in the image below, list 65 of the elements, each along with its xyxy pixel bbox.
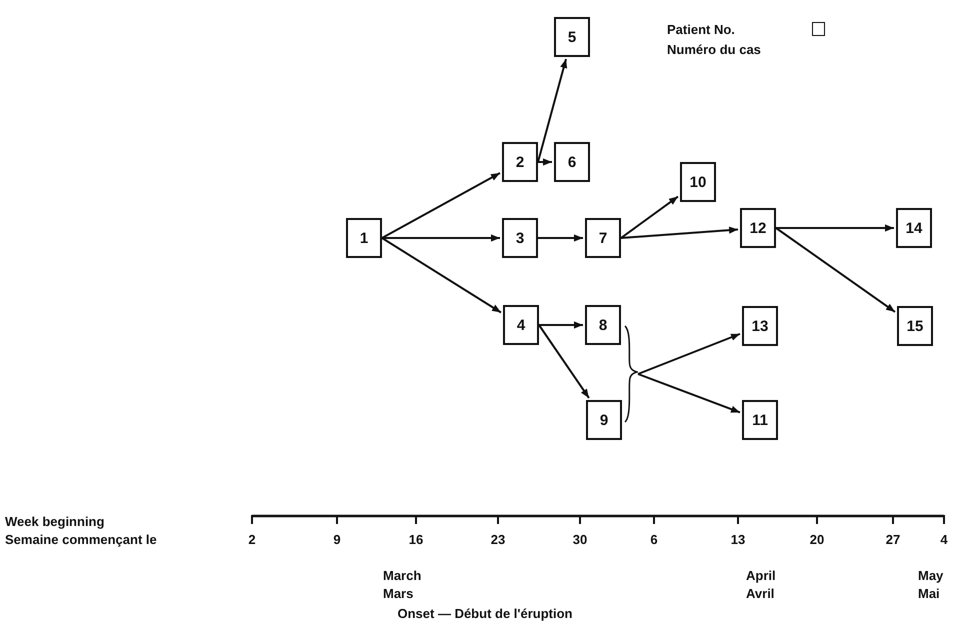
axis-caption: Onset — Début de l'éruption	[398, 606, 572, 622]
case-number: 13	[752, 318, 768, 334]
month-label: March	[383, 568, 422, 584]
case-box	[585, 218, 621, 258]
case-number: 2	[516, 154, 524, 170]
case-box	[586, 400, 622, 440]
curly-brace	[624, 324, 638, 424]
case-box	[502, 142, 538, 182]
month-label: May	[918, 568, 944, 584]
case-number: 11	[752, 412, 768, 428]
case-box	[502, 218, 538, 258]
arrow	[638, 373, 740, 414]
tick-label: 27	[886, 532, 900, 548]
tick-label: 6	[650, 532, 658, 548]
arrow	[382, 234, 500, 242]
tick-label: 4	[940, 532, 948, 548]
case-box	[897, 306, 933, 346]
case-number: 9	[600, 412, 608, 428]
case-box	[554, 142, 590, 182]
case-number: 7	[598, 230, 608, 246]
case-box	[896, 208, 932, 248]
case-number: 12	[750, 220, 766, 236]
tick-label: 9	[333, 532, 341, 548]
arrow	[775, 227, 896, 313]
month-label: Mars	[383, 586, 414, 602]
tick-label: 16	[408, 532, 424, 548]
tick-label: 30	[572, 532, 588, 548]
legend-text: Patient No. Numéro du cas	[667, 21, 762, 59]
case-number: 4	[516, 316, 526, 334]
case-number: 1	[360, 230, 368, 246]
case-number: 6	[568, 154, 576, 170]
case-box	[585, 305, 621, 345]
arrow	[620, 196, 679, 239]
axis-title: Week beginning	[5, 514, 104, 530]
case-box	[554, 17, 590, 57]
axis-title: Semaine commençant le	[5, 532, 157, 548]
month-label: Mai	[918, 586, 940, 602]
month-label: Avril	[746, 586, 774, 602]
case-number: 8	[598, 316, 608, 334]
arrow	[382, 172, 500, 239]
case-box	[503, 305, 539, 345]
case-box	[742, 400, 778, 440]
arrow	[381, 237, 502, 314]
case-number: 10	[690, 174, 706, 190]
case-box	[742, 306, 778, 346]
case-number: 3	[516, 230, 524, 246]
case-box	[346, 218, 382, 258]
month-label: April	[746, 568, 776, 584]
case-number: 14	[906, 220, 922, 236]
case-box	[680, 162, 716, 202]
arrow	[538, 234, 583, 242]
arrow	[537, 58, 568, 162]
arrow	[538, 324, 590, 399]
tick-label: 2	[248, 532, 256, 548]
case-number: 15	[906, 318, 924, 334]
case-box	[740, 208, 776, 248]
tick-label: 23	[490, 532, 506, 548]
arrow	[638, 332, 740, 375]
arrow	[776, 224, 894, 232]
arrow	[538, 158, 552, 166]
tick-label: 20	[810, 532, 824, 548]
arrow	[620, 226, 738, 239]
tick-label: 13	[730, 532, 746, 548]
arrow	[539, 321, 583, 329]
case-number: 5	[568, 28, 576, 46]
